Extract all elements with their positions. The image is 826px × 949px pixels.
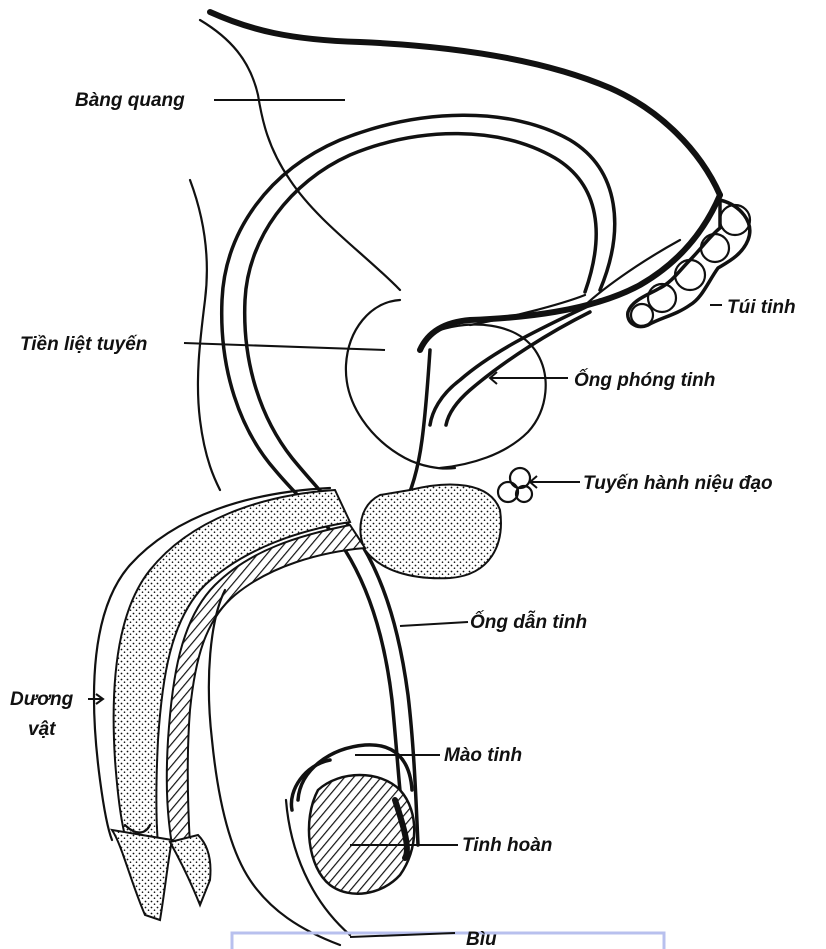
label-tui-tinh: Túi tinh xyxy=(727,297,796,318)
urethral-bulb-shape xyxy=(360,485,500,579)
label-vat: vật xyxy=(28,719,56,740)
label-tuyen-hanh-nieu-dao: Tuyến hành niệu đạo xyxy=(583,473,773,494)
label-ong-dan-tinh: Ống dẫn tinh xyxy=(470,611,587,633)
testis-shape xyxy=(291,745,414,894)
label-biu: Bìu xyxy=(466,929,497,949)
label-tien-liet-tuyen: Tiền liệt tuyến xyxy=(20,334,147,355)
label-mao-tinh: Mào tinh xyxy=(444,745,522,766)
caption-frame xyxy=(232,933,664,949)
label-duong: Dương xyxy=(10,689,74,710)
label-ong-phong-tinh: Ống phóng tinh xyxy=(574,369,715,391)
vas-deferens-shape xyxy=(222,115,615,845)
label-bang-quang: Bàng quang xyxy=(75,90,185,111)
bulbourethral-gland-shape xyxy=(498,468,532,502)
seminal-vesicle-shape xyxy=(580,200,750,327)
label-tinh-hoan: Tinh hoàn xyxy=(462,835,552,856)
